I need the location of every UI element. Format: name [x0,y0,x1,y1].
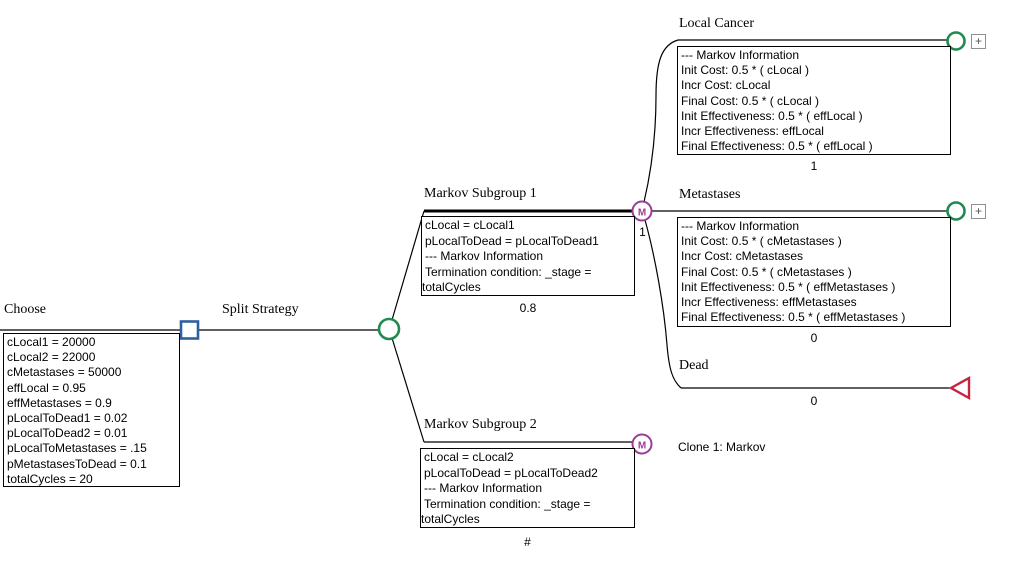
dead-branch-curve [644,219,682,389]
variable-line: cLocal1 = 20000 [7,335,96,349]
subgroup2-markov-node-letter: M [638,441,646,452]
split-chance-node-icon[interactable] [377,317,401,341]
info-line: --- Markov Information [425,249,544,263]
subgroup2-markov-node-icon[interactable] [631,433,653,455]
subgroup1-markov-node-letter: M [638,208,646,219]
local-cancer-chance-node-icon[interactable] [946,31,966,51]
variable-line: pLocalToDead1 = 0.02 [7,410,128,425]
info-line: Final Cost: 0.5 * ( cLocal ) [681,93,820,108]
local-cancer-info-box[interactable]: --- Markov Information Init Cost: 0.5 * … [677,46,951,155]
variable-line: pMetastasesToDead = 0.1 [7,456,147,471]
branch-up-to-subgroup1-line [391,210,425,321]
info-line: cLocal = cLocal2 [424,450,514,464]
metastases-value-label[interactable]: 0 [810,331,818,345]
info-line: Final Cost: 0.5 * ( cMetastases ) [681,264,852,279]
local-cancer-expand-plus-icon[interactable]: + [971,34,986,49]
info-line: Init Effectiveness: 0.5 * ( effMetastase… [681,279,896,294]
variable-line: cMetastases = 50000 [7,365,122,380]
info-line: pLocalToDead = pLocalToDead2 [424,465,598,480]
info-line: Init Effectiveness: 0.5 * ( effLocal ) [681,108,863,123]
subgroup1-markov-node-icon[interactable] [631,200,653,222]
info-line: Incr Cost: cLocal [681,78,771,93]
info-line: Init Cost: 0.5 * ( cLocal ) [681,63,810,78]
dead-value-label[interactable]: 0 [810,394,818,408]
decision-node-icon[interactable] [179,320,200,340]
info-line: Init Cost: 0.5 * ( cMetastases ) [681,234,842,249]
info-line: Termination condition: _stage = [425,264,592,279]
info-line: Final Effectiveness: 0.5 * ( effLocal ) [681,139,873,154]
markov-subgroup1-branch-title[interactable]: Markov Subgroup 1 [424,186,537,201]
info-line: totalCycles [422,280,481,294]
metastases-branch-title[interactable]: Metastases [679,187,741,202]
info-line: cLocal = cLocal1 [425,218,515,232]
markov-subgroup2-clone-label: Clone 1: Markov [678,440,766,454]
markov-subgroup1-node-value: 1 [639,225,646,239]
markov-subgroup2-probability-label[interactable]: # [524,535,531,549]
info-line: Incr Cost: cMetastases [681,249,804,264]
variable-line: effMetastases = 0.9 [7,395,112,410]
variable-line: pLocalToDead2 = 0.01 [7,426,128,441]
dead-terminal-node-icon[interactable] [948,375,971,401]
dead-branch-title[interactable]: Dead [679,358,709,373]
metastases-info-box[interactable]: --- Markov Information Init Cost: 0.5 * … [677,217,951,327]
markov-subgroup1-info-box[interactable]: cLocal = cLocal1 pLocalToDead = pLocalTo… [421,216,635,296]
markov-subgroup2-info-box[interactable]: cLocal = cLocal2 pLocalToDead = pLocalTo… [420,448,635,528]
info-line: pLocalToDead = pLocalToDead1 [425,233,599,248]
variable-line: totalCycles = 20 [7,471,93,486]
local-cancer-branch-curve [643,39,679,203]
split-strategy-branch-title[interactable]: Split Strategy [222,302,299,317]
local-cancer-value-label[interactable]: 1 [810,159,818,173]
info-line: --- Markov Information [424,481,543,495]
choose-variables-box[interactable]: cLocal1 = 20000 cLocal2 = 22000 cMetasta… [3,333,180,487]
metastases-chance-node-icon[interactable] [946,201,966,221]
choose-branch-title[interactable]: Choose [4,302,46,317]
info-line: Incr Effectiveness: effLocal [681,123,824,138]
info-line: --- Markov Information [681,219,800,233]
variable-line: cLocal2 = 22000 [7,350,96,365]
info-line: --- Markov Information [681,48,800,62]
metastases-expand-plus-icon[interactable]: + [971,204,986,219]
branch-down-to-subgroup2-line [391,337,425,443]
local-cancer-branch-title[interactable]: Local Cancer [679,16,755,31]
variable-line: effLocal = 0.95 [7,380,86,395]
info-line: Incr Effectiveness: effMetastases [681,294,857,309]
markov-subgroup1-probability-label[interactable]: 0.8 [519,301,537,315]
info-line: Final Effectiveness: 0.5 * ( effMetastas… [681,310,906,325]
variable-line: pLocalToMetastases = .15 [7,441,147,456]
info-line: Termination condition: _stage = [424,496,591,511]
markov-subgroup2-branch-title[interactable]: Markov Subgroup 2 [424,417,537,432]
info-line: totalCycles [421,512,480,526]
